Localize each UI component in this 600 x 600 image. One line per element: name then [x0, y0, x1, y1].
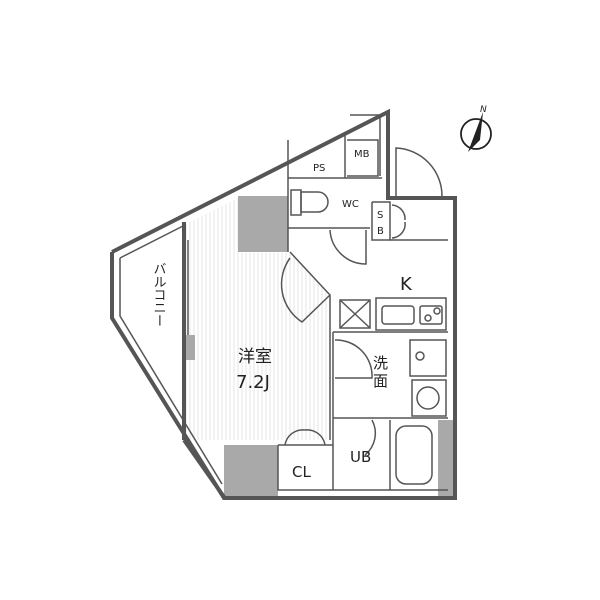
north-label: N: [480, 105, 487, 115]
north-arrow-icon: N: [460, 105, 492, 152]
washing-machine-space: [409, 339, 447, 377]
western-room-floor: [186, 198, 330, 440]
shoe-box-label-b: B: [377, 226, 384, 237]
washbasin-icon: [416, 386, 440, 410]
toilet-tank-icon: [290, 189, 302, 216]
toilet-bowl-icon: [300, 191, 329, 213]
shoe-box-label-s: S: [377, 210, 383, 221]
closet-label: CL: [292, 463, 311, 481]
meter-box-label: MB: [354, 149, 370, 160]
kitchen-label: K: [400, 274, 413, 295]
vanity: [411, 379, 447, 417]
column: [238, 196, 288, 252]
toilet-label: WC: [342, 199, 359, 210]
wc-door: [329, 229, 367, 265]
room-door: [280, 257, 331, 323]
ub-door: [364, 419, 377, 456]
unit-bath-label: UB: [350, 448, 371, 466]
washroom-door: [334, 339, 373, 379]
western-room-size: 7.2J: [236, 372, 270, 393]
balcony-label: バルコニー: [151, 262, 167, 327]
closet-door: [284, 429, 326, 446]
balcony-inner-rail: [119, 258, 223, 485]
western-room-label: 洋室: [238, 347, 272, 367]
stove-icon: [419, 305, 443, 325]
wall: [182, 438, 226, 499]
wall: [277, 445, 448, 491]
column: [438, 420, 455, 497]
entrance-door: [395, 147, 443, 198]
pipe-space-label: PS: [313, 163, 325, 174]
outer-wall: [110, 108, 457, 500]
counter: [375, 297, 447, 331]
pipe-space-box: [347, 139, 379, 177]
drain-icon: [415, 351, 425, 361]
shoe-box-door: [391, 204, 406, 239]
burner-icon: [424, 314, 432, 322]
washroom-label-2: 面: [373, 372, 388, 390]
meter-box: [350, 114, 381, 176]
fridge-cross-icon: [339, 299, 371, 329]
balcony-inner-rail: [119, 225, 184, 259]
sink-icon: [381, 305, 415, 325]
washroom-label-1: 洗: [373, 354, 388, 372]
burner-icon: [433, 307, 441, 315]
shoe-box: [371, 201, 391, 241]
bathtub-icon: [395, 425, 433, 485]
fridge-space-icon: [339, 299, 371, 329]
column: [224, 445, 278, 497]
